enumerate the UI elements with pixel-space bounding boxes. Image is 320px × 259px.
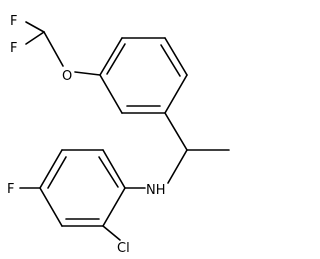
bond-ring2-c — [39, 149, 63, 189]
bond-o-ring — [74, 71, 101, 76]
bond-ring-ch — [164, 112, 188, 151]
bond-ring1-f — [99, 74, 123, 114]
bond-ring2-a — [102, 149, 126, 189]
bond-f1-chf2 — [25, 21, 45, 33]
atom-label-nh: NH — [146, 183, 166, 198]
bond-ring2-f — [102, 187, 126, 227]
bond-ring-cl — [102, 225, 121, 241]
atom-label-cl: Cl — [117, 241, 130, 256]
structure-diagram: F F O NH F Cl — [7, 14, 230, 256]
bond-ring2-a-inner — [98, 156, 119, 188]
atom-label-f1: F — [10, 14, 17, 29]
molecule-svg: F F O NH F Cl — [7, 14, 230, 256]
bond-ring1-a-inner — [106, 43, 126, 75]
atom-label-o: O — [62, 69, 72, 84]
atom-label-f2: F — [10, 41, 17, 56]
bond-ring1-c-inner — [160, 44, 181, 77]
bond-ch-nh — [167, 149, 188, 184]
bond-ring2-c-inner — [47, 156, 67, 189]
bond-chf2-o — [43, 31, 64, 67]
bond-ring1-c — [164, 37, 188, 76]
bond-f2-chf2 — [25, 31, 45, 45]
bond-ring2-d — [39, 187, 63, 227]
bond-ring1-a — [99, 37, 123, 76]
bond-ring1-d — [164, 74, 188, 114]
atom-label-f3: F — [7, 182, 14, 197]
